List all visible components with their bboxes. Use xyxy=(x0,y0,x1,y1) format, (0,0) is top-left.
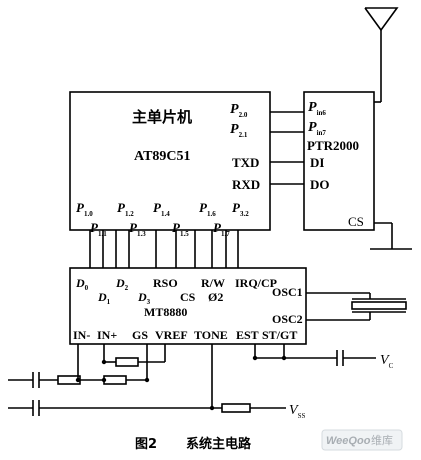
mcu-bottom-pin-1-1: P1.1 xyxy=(90,220,107,238)
resistor-output xyxy=(221,403,251,413)
dtmf-pin-d0: D0 xyxy=(75,276,89,292)
mcu-bottom-pin-1-0: P1.0 xyxy=(76,200,93,218)
dtmf-pin-vref: VREF xyxy=(155,328,188,342)
rf-pin-in7: Pin7 xyxy=(308,120,326,137)
dtmf-pin-est: EST xyxy=(236,328,259,342)
dtmf-pin-d2: D2 xyxy=(115,276,129,292)
rf-model: PTR2000 xyxy=(307,138,359,153)
mcu-box xyxy=(69,91,271,231)
dtmf-pin-osc2: OSC2 xyxy=(272,312,303,326)
dtmf-pin-tone: TONE xyxy=(194,328,228,342)
watermark-site: 维库 xyxy=(371,434,393,447)
dtmf-pin-d3: D3 xyxy=(137,290,151,306)
antenna-icon xyxy=(364,7,399,32)
mcu-bottom-pins: P1.0P1.1 P1.2P1.3 P1.4P1.5 P1.6P1.7P3.2 xyxy=(76,200,249,238)
dtmf-pin-rso: RSO xyxy=(153,276,178,290)
mcu-bottom-pin-1-4: P1.4 xyxy=(153,200,170,218)
dtmf-pin-stgt: ST/GT xyxy=(262,328,297,342)
dtmf-pin-in-plus: IN+ xyxy=(97,328,117,342)
dtmf-model: MT8880 xyxy=(144,305,187,319)
mcu-pin-p21: P2.1 xyxy=(230,122,248,139)
supply-vss-label: VSS xyxy=(289,403,305,420)
resistor-gain xyxy=(103,375,127,385)
mcu-title: 主单片机 xyxy=(132,108,192,126)
resistor-feedback xyxy=(115,357,139,367)
dtmf-pin-in-minus: IN- xyxy=(73,328,90,342)
watermark: WeeQoo 维库 xyxy=(321,429,403,451)
figure-title: 系统主电路 xyxy=(186,436,252,452)
mcu-bottom-pin-1-5: P1.5 xyxy=(172,220,189,238)
dtmf-box xyxy=(69,267,307,345)
mcu-model: AT89C51 xyxy=(134,149,191,164)
mcu-pin-txd: TXD xyxy=(232,155,259,170)
dtmf-pin-osc1: OSC1 xyxy=(272,285,303,299)
rf-pin-do: DO xyxy=(310,177,330,192)
dtmf-pin-irq: IRQ/CP xyxy=(235,276,277,290)
dtmf-pin-phi2: Ø2 xyxy=(208,290,223,304)
dtmf-pin-gs: GS xyxy=(132,328,148,342)
mcu-bottom-pin-1-6: P1.6 xyxy=(199,200,216,218)
rf-pin-di: DI xyxy=(310,155,324,170)
dtmf-pin-d1: D1 xyxy=(97,290,111,306)
figure-number: 图2 xyxy=(135,437,157,452)
mcu-pin-rxd: RXD xyxy=(232,177,260,192)
data-bus xyxy=(89,230,239,268)
mcu-pin-p20: P2.0 xyxy=(230,102,248,119)
mcu-bottom-pin-1-3: P1.3 xyxy=(129,220,146,238)
crystal-icon xyxy=(351,301,407,310)
supply-vc-label: VC xyxy=(380,353,394,370)
mcu-bottom-pin-1-7: P1.7 xyxy=(213,220,230,238)
dtmf-pin-rw: R/W xyxy=(201,276,225,290)
dtmf-pin-cs: CS xyxy=(180,290,196,304)
rf-pin-cs: CS xyxy=(348,214,364,229)
junctions xyxy=(75,355,287,411)
rf-pin-in6: Pin6 xyxy=(308,100,326,117)
watermark-brand: WeeQoo xyxy=(326,435,371,447)
rf-module-box xyxy=(303,91,375,231)
mcu-bottom-pin-3-2: P3.2 xyxy=(232,200,249,218)
mcu-bottom-pin-1-2: P1.2 xyxy=(117,200,134,218)
